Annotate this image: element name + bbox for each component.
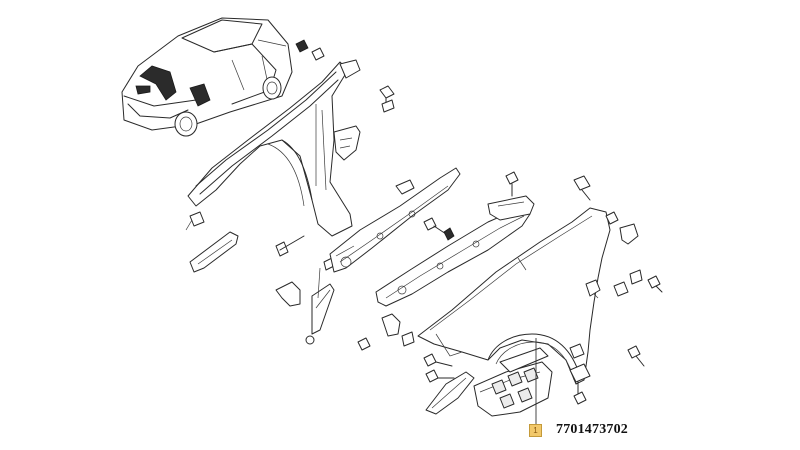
fender-liner-part — [187, 59, 361, 237]
callout-marker-icon[interactable]: 1 — [529, 424, 542, 437]
support-bracket — [275, 235, 335, 345]
car-locator-icon — [121, 17, 293, 137]
right-fasteners — [569, 175, 663, 405]
front-wing-panel — [417, 207, 611, 385]
lower-trim-piece — [423, 353, 475, 415]
lower-left-bracket — [185, 211, 239, 273]
part-number-label: 7701473702 — [556, 422, 628, 437]
rail-fasteners — [357, 171, 519, 351]
upper-fasteners — [295, 39, 395, 113]
upper-support-rail — [329, 167, 461, 273]
lower-support-rail — [375, 195, 535, 307]
